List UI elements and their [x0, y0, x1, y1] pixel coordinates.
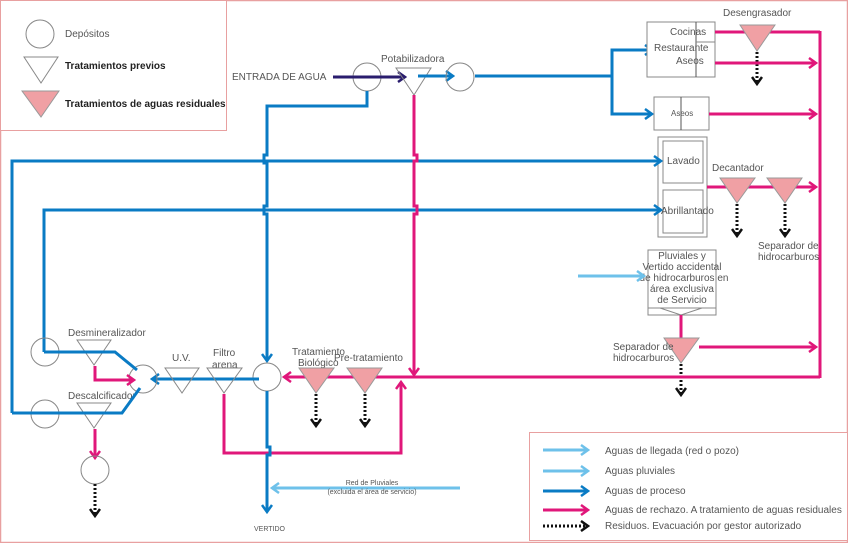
demineralizer-reject	[93, 366, 134, 380]
polishing-box	[662, 189, 704, 234]
decanter-label: Decantador	[712, 163, 764, 174]
svg-text:de hidrocarburos en: de hidrocarburos en	[640, 273, 729, 284]
legend-deposits-label: Depósitos	[65, 29, 109, 40]
legend-flow-label: Aguas de proceso	[605, 486, 686, 497]
degreaser-label: Desengrasador	[723, 8, 792, 19]
uv-triangle	[164, 367, 200, 394]
svg-text:Vertido accidental: Vertido accidental	[643, 262, 722, 273]
flow-to-kitchens	[475, 50, 652, 78]
flow-to-softener	[12, 387, 142, 415]
toilets-label-2: Aseos	[671, 109, 693, 118]
rain-area-box	[647, 249, 717, 316]
biological-treatment-label: Tratamiento	[292, 347, 345, 358]
softener-label: Descalcificador	[68, 391, 136, 402]
svg-text:de Servicio: de Servicio	[657, 295, 707, 306]
biological-treatment-triangle	[298, 367, 335, 394]
discharge-flow	[267, 391, 270, 512]
polishing-label: Abrillantado	[661, 206, 714, 217]
sand-filter-label-b: arena	[212, 360, 238, 371]
symbol-legend: Depósitos Tratamientos previos Tratamien…	[0, 0, 227, 131]
washing-box	[662, 140, 704, 184]
pretreatment-symbol-icon	[23, 56, 59, 84]
hydrocarbon-separator-triangle-2	[663, 337, 700, 364]
hydrocarbon-separator-label-1: Separador de	[758, 241, 819, 252]
discharge-label: VERTIDO	[254, 526, 286, 533]
pre-treatment-label: Pre-tratamiento	[334, 353, 403, 364]
hydrocarbon-separator-triangle-1	[766, 177, 803, 204]
legend-flow-label: Residuos. Evacuación por gestor autoriza…	[605, 521, 802, 532]
deposit-symbol-icon	[25, 19, 55, 49]
sand-filter-label: Filtro	[213, 348, 236, 359]
kitchens-label: Cocinas	[670, 27, 706, 38]
flow-legend: Aguas de llegada (red o pozo) Aguas pluv…	[529, 432, 848, 541]
legend-pretreatments-label: Tratamientos previos	[65, 61, 166, 72]
legend-flow-label: Aguas de llegada (red o pozo)	[605, 446, 739, 457]
inlet-deposit-overflow	[264, 91, 369, 361]
flow-to-polishing	[42, 210, 661, 352]
svg-text:área exclusiva: área exclusiva	[650, 284, 714, 295]
legend-flow-label: Aguas pluviales	[605, 466, 675, 477]
sand-filter-reject-line	[222, 382, 401, 455]
flow-to-demineralizer	[44, 350, 138, 372]
rain-area-label: Pluviales y Vertido accidental de hidroc…	[640, 251, 729, 306]
demineralizer-label: Desmineralizador	[68, 328, 146, 339]
restaurant-label: Restaurante	[654, 43, 709, 54]
svg-text:Pluviales y: Pluviales y	[658, 251, 706, 262]
softener-triangle	[76, 402, 112, 429]
flow-to-washing	[10, 161, 661, 413]
softener-reject-deposit	[80, 455, 110, 485]
potabilizadora-reject-line	[414, 95, 417, 375]
legend-wastewater-label: Tratamientos de aguas residuales	[65, 99, 226, 110]
potabilizadora-triangle	[395, 67, 432, 96]
sand-filter-triangle	[206, 367, 243, 394]
treated-water-deposit	[252, 362, 282, 392]
rain-network-label: Red de Pluviales	[346, 480, 399, 487]
wastewater-treatment-symbol-icon	[21, 90, 60, 118]
potable-deposit	[445, 62, 475, 92]
washing-label: Lavado	[667, 156, 700, 167]
degreaser-triangle	[739, 24, 776, 52]
hydrocarbon-separator-label-2b: hidrocarburos	[613, 353, 674, 364]
flow-to-toilets	[610, 76, 652, 114]
rain-network-label-b: (excluida el área de servicio)	[327, 489, 416, 496]
decanter-triangle	[719, 177, 756, 204]
biological-treatment-label-b: Biológico	[298, 358, 339, 369]
uv-label: U.V.	[172, 353, 191, 364]
pre-treatment-triangle	[346, 367, 383, 394]
toilets-label-1: Aseos	[676, 56, 704, 67]
potabilizadora-label: Potabilizadora	[381, 54, 445, 65]
hydrocarbon-separator-label-1b: hidrocarburos	[758, 252, 819, 263]
legend-flow-label: Aguas de rechazo. A tratamiento de aguas…	[605, 505, 842, 516]
kitchens-box	[646, 21, 716, 78]
hydrocarbon-separator-label-2: Separador de	[613, 342, 674, 353]
water-inlet-label: ENTRADA DE AGUA	[232, 72, 327, 83]
